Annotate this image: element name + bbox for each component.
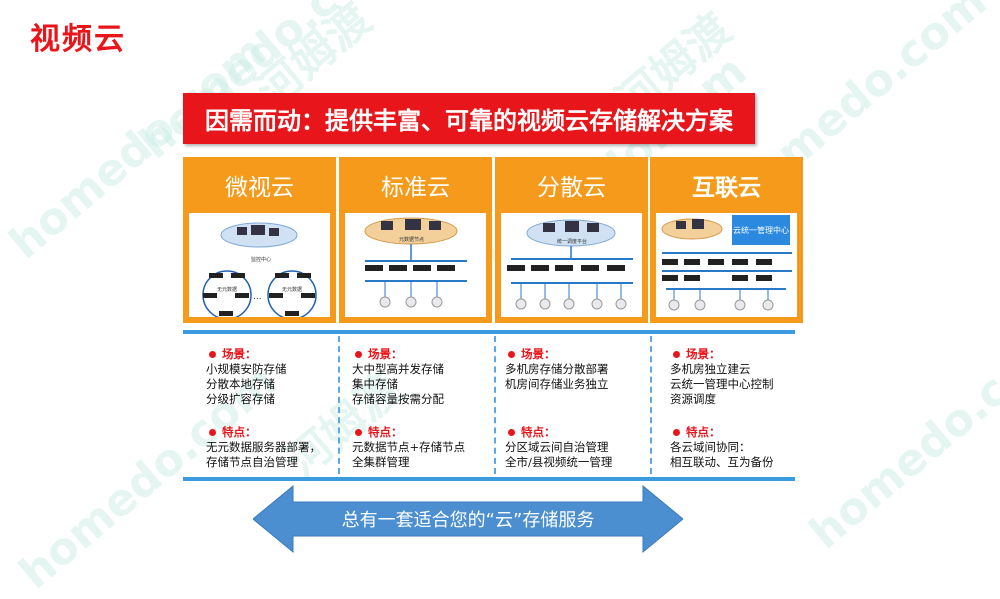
svg-text:无元数据: 无元数据 — [282, 286, 302, 293]
column-separator — [494, 336, 496, 474]
scene-item: 分散本地存储 — [206, 377, 275, 391]
card-standard-cloud: 标准云 元数据节点 — [339, 157, 492, 323]
scene-item: 大中型高并发存储 — [352, 362, 444, 376]
card-interconnected-cloud: 互联云 云统一管理中心 — [650, 157, 803, 323]
card-title: 微视云 — [225, 174, 294, 201]
column-separator — [338, 336, 340, 474]
scene-item: 机房间存储业务独立 — [505, 377, 609, 391]
card-micro-cloud: 微视云 监控中心 无元数据 无元数据 ... — [183, 157, 336, 323]
scene-heading: 场景： — [505, 347, 650, 362]
diagram-label: 监控中心 — [251, 256, 271, 263]
scene-item: 小规模安防存储 — [206, 362, 287, 376]
column-separator — [650, 336, 652, 474]
card-title: 互联云 — [692, 174, 761, 201]
feature-heading: 特点： — [505, 425, 650, 440]
double-arrow-icon — [253, 484, 683, 554]
feature-heading: 特点： — [352, 425, 497, 440]
feature-item: 无元数据服务器部署， — [206, 440, 321, 454]
scene-item: 多机房独立建云 — [670, 362, 751, 376]
scene-item: 分级扩容存储 — [206, 392, 275, 406]
feature-heading: 特点： — [670, 425, 815, 440]
arrow-label: 总有一套适合您的“云”存储服务 — [341, 510, 595, 531]
scene-item: 资源调度 — [670, 392, 716, 406]
feature-item: 分区域云间自治管理 — [505, 440, 609, 454]
scene-heading: 场景： — [670, 347, 815, 362]
card-title: 分散云 — [537, 174, 606, 201]
standard-cloud-diagram: 元数据节点 — [345, 213, 486, 317]
feature-item: 相互联动、互为备份 — [670, 455, 774, 469]
column-distributed-cloud: 场景： 多机房存储分散部署 机房间存储业务独立 特点： 分区域云间自治管理 全市… — [505, 347, 650, 470]
banner: 因需而动：提供丰富、可靠的视频云存储解决方案 — [183, 93, 755, 144]
feature-item: 全集群管理 — [352, 455, 410, 469]
watermark-text: homedo.com — [800, 315, 1000, 560]
column-standard-cloud: 场景： 大中型高并发存储 集中存储 存储容量按需分配 特点： 元数据节点+存储节… — [352, 347, 497, 470]
feature-item: 全市/县视频统一管理 — [505, 455, 613, 469]
column-interconnected-cloud: 场景： 多机房独立建云 云统一管理中心控制 资源调度 特点： 各云域间协同： 相… — [670, 347, 815, 470]
micro-cloud-diagram: 监控中心 无元数据 无元数据 ... — [189, 213, 330, 320]
page-title: 视频云 — [30, 22, 126, 57]
card-title: 标准云 — [381, 174, 450, 201]
interconnected-cloud-diagram: 云统一管理中心 — [656, 213, 797, 317]
svg-text:无元数据: 无元数据 — [217, 286, 237, 293]
svg-text:元数据节点: 元数据节点 — [399, 236, 424, 243]
scene-heading: 场景： — [352, 347, 497, 362]
card-distributed-cloud: 分散云 统一调度平台 — [495, 157, 648, 323]
scene-item: 存储容量按需分配 — [352, 392, 444, 406]
scene-item: 多机房存储分散部署 — [505, 362, 609, 376]
scene-heading: 场景： — [206, 347, 351, 362]
divider-top — [183, 330, 795, 334]
feature-item: 存储节点自治管理 — [206, 455, 298, 469]
svg-text:统一调度平台: 统一调度平台 — [557, 238, 587, 245]
feature-item: 元数据节点+存储节点 — [352, 440, 466, 454]
scene-item: 云统一管理中心控制 — [670, 377, 774, 391]
svg-text:云统一管理中心: 云统一管理中心 — [733, 225, 789, 235]
svg-text:...: ... — [253, 292, 262, 302]
column-micro-cloud: 场景： 小规模安防存储 分散本地存储 分级扩容存储 特点： 无元数据服务器部署，… — [206, 347, 351, 470]
divider-bottom — [183, 477, 795, 481]
scene-item: 集中存储 — [352, 377, 398, 391]
distributed-cloud-diagram: 统一调度平台 — [501, 213, 642, 317]
feature-item: 各云域间协同： — [670, 440, 751, 454]
feature-heading: 特点： — [206, 425, 351, 440]
